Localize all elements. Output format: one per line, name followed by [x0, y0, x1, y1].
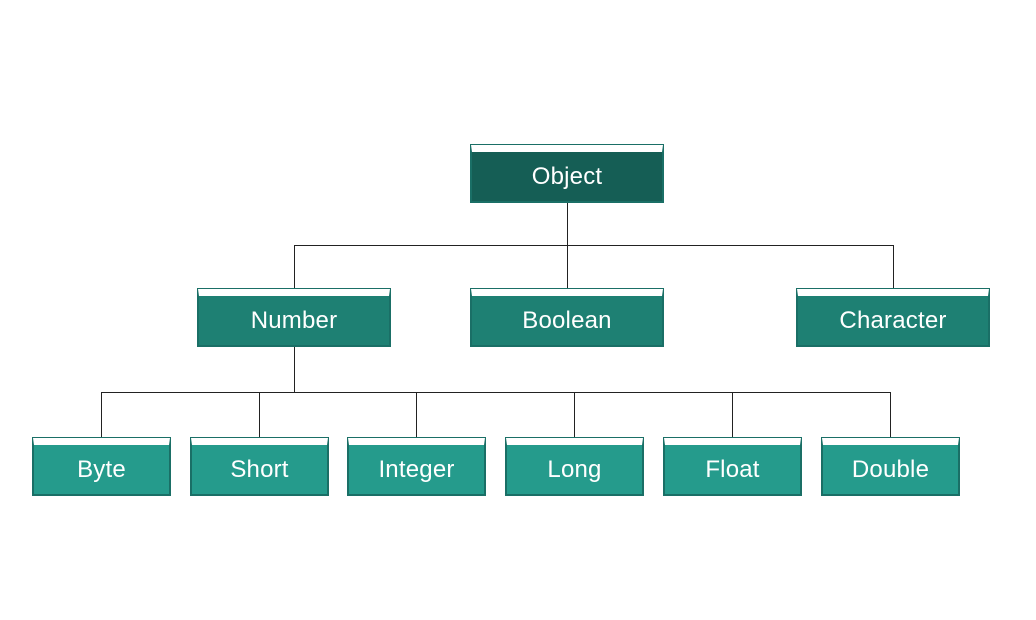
- connector-to-boolean: [567, 245, 568, 290]
- connector-to-double: [890, 392, 891, 439]
- connector-to-integer: [416, 392, 417, 439]
- node-integer: Integer: [348, 438, 485, 495]
- connector-to-number: [294, 245, 295, 290]
- node-number: Number: [198, 289, 390, 346]
- connector-to-character: [893, 245, 894, 290]
- connector-to-byte: [101, 392, 102, 439]
- connector-to-long: [574, 392, 575, 439]
- node-character: Character: [797, 289, 989, 346]
- node-long: Long: [506, 438, 643, 495]
- node-float: Float: [664, 438, 801, 495]
- node-byte: Byte: [33, 438, 170, 495]
- node-double: Double: [822, 438, 959, 495]
- connector-object-down: [567, 202, 568, 245]
- connector-level1-bus: [294, 245, 894, 246]
- connector-to-short: [259, 392, 260, 439]
- node-object: Object: [471, 145, 663, 202]
- node-short: Short: [191, 438, 328, 495]
- connector-number-down: [294, 346, 295, 392]
- connector-to-float: [732, 392, 733, 439]
- node-boolean: Boolean: [471, 289, 663, 346]
- connector-level2-bus: [101, 392, 890, 393]
